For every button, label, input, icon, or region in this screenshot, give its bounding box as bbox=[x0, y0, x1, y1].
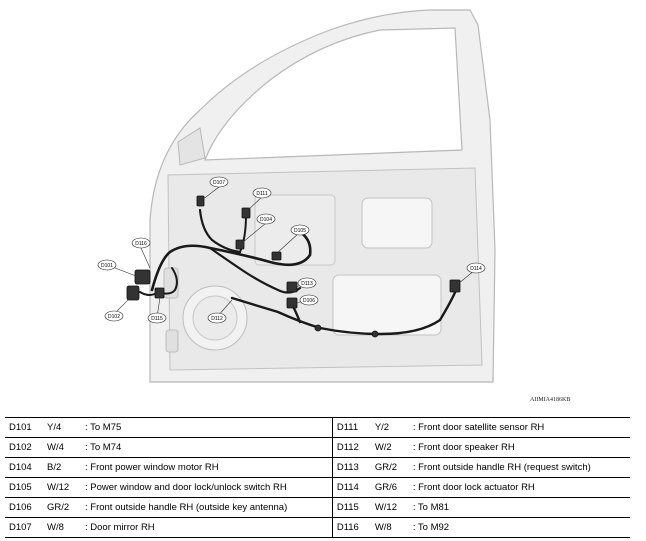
connector-legend-table: D101 Y/4 : To M75 D111 Y/2 : Front door … bbox=[5, 417, 630, 538]
connector-description: : Front door speaker RH bbox=[408, 437, 630, 458]
callout-D106: D106 bbox=[299, 294, 319, 306]
connector-code: D113 bbox=[332, 457, 371, 478]
connector-description: : To M75 bbox=[81, 417, 333, 438]
terminal-color: W/12 bbox=[43, 477, 81, 498]
callout-D112: D112 bbox=[207, 312, 227, 324]
svg-text:D106: D106 bbox=[303, 298, 315, 304]
connector-description: : To M81 bbox=[408, 497, 630, 518]
hinge-slot bbox=[165, 329, 179, 353]
lower-cutout bbox=[332, 274, 442, 336]
connector-description: : Power window and door lock/unlock swit… bbox=[81, 477, 333, 498]
table-row: D102 W/4 : To M74 D112 W/2 : Front door … bbox=[5, 437, 630, 458]
connector-code: D116 bbox=[332, 517, 371, 538]
connector-description: : Front door satellite sensor RH bbox=[408, 417, 630, 438]
terminal-color: W/8 bbox=[43, 517, 81, 538]
callout-D116: D116 bbox=[131, 237, 151, 249]
table-row: D104 B/2 : Front power window motor RH D… bbox=[5, 457, 630, 478]
table-row: D105 W/12 : Power window and door lock/u… bbox=[5, 477, 630, 498]
terminal-color: Y/4 bbox=[43, 417, 81, 438]
connector-code: D115 bbox=[332, 497, 371, 518]
connector-code: D107 bbox=[5, 517, 43, 538]
connector-bodies bbox=[126, 195, 461, 338]
door-harness-diagram: D107 D111 D104 D105 D116 D101 D113 D106 … bbox=[97, 9, 496, 383]
connector-description: : To M74 bbox=[81, 437, 333, 458]
terminal-color: W/4 bbox=[43, 437, 81, 458]
connector-code: D105 bbox=[5, 477, 43, 498]
connector-code: D106 bbox=[5, 497, 43, 518]
connector-code: D104 bbox=[5, 457, 43, 478]
wiring-harness bbox=[139, 208, 459, 336]
svg-text:D111: D111 bbox=[256, 191, 267, 197]
terminal-color: B/2 bbox=[43, 457, 81, 478]
svg-text:D115: D115 bbox=[151, 316, 163, 322]
connector-code: D112 bbox=[332, 437, 371, 458]
table-row: D107 W/8 : Door mirror RH D116 W/8 : To … bbox=[5, 517, 630, 538]
svg-text:D116: D116 bbox=[135, 241, 147, 247]
connector-code: D102 bbox=[5, 437, 43, 458]
upper-cutout bbox=[361, 197, 433, 249]
callout-D107: D107 bbox=[209, 176, 229, 188]
table-row: D101 Y/4 : To M75 D111 Y/2 : Front door … bbox=[5, 417, 630, 438]
connector-description: : Front door lock actuator RH bbox=[408, 477, 630, 498]
terminal-color: W/8 bbox=[370, 517, 409, 538]
callout-D102: D102 bbox=[104, 310, 124, 322]
callout-D104: D104 bbox=[256, 213, 276, 225]
connector-description: : Door mirror RH bbox=[81, 517, 333, 538]
connector-code: D101 bbox=[5, 417, 43, 438]
svg-text:D101: D101 bbox=[101, 263, 113, 269]
svg-text:D104: D104 bbox=[260, 217, 272, 223]
terminal-color: Y/2 bbox=[370, 417, 409, 438]
connector-description: : Front power window motor RH bbox=[81, 457, 333, 478]
callout-D114: D114 bbox=[466, 262, 486, 274]
callout-D111: D111 bbox=[252, 187, 272, 199]
callout-D105: D105 bbox=[290, 224, 310, 236]
callout-D115: D115 bbox=[147, 312, 167, 324]
callout-D101: D101 bbox=[97, 259, 117, 271]
terminal-color: GR/6 bbox=[370, 477, 409, 498]
figure-id: AIIMIA4186KB bbox=[530, 397, 571, 403]
terminal-color: GR/2 bbox=[370, 457, 409, 478]
callout-labels: D107 D111 D104 D105 D116 D101 D113 D106 … bbox=[97, 176, 486, 324]
svg-text:D112: D112 bbox=[211, 316, 223, 322]
svg-text:D107: D107 bbox=[213, 180, 225, 186]
svg-text:D105: D105 bbox=[294, 228, 306, 234]
window-opening bbox=[204, 27, 463, 161]
table-row: D106 GR/2 : Front outside handle RH (out… bbox=[5, 497, 630, 518]
connector-code: D114 bbox=[332, 477, 371, 498]
connector-description: : Front outside handle RH (outside key a… bbox=[81, 497, 333, 518]
svg-text:D102: D102 bbox=[108, 314, 120, 320]
connector-description: : To M92 bbox=[408, 517, 630, 538]
svg-text:D114: D114 bbox=[470, 266, 482, 272]
svg-text:D113: D113 bbox=[301, 281, 313, 287]
terminal-color: GR/2 bbox=[43, 497, 81, 518]
terminal-color: W/2 bbox=[370, 437, 409, 458]
connector-description: : Front outside handle RH (request switc… bbox=[408, 457, 630, 478]
connector-code: D111 bbox=[332, 417, 371, 438]
mirror-mount bbox=[177, 127, 206, 166]
terminal-color: W/12 bbox=[370, 497, 409, 518]
callout-D113: D113 bbox=[297, 277, 317, 289]
